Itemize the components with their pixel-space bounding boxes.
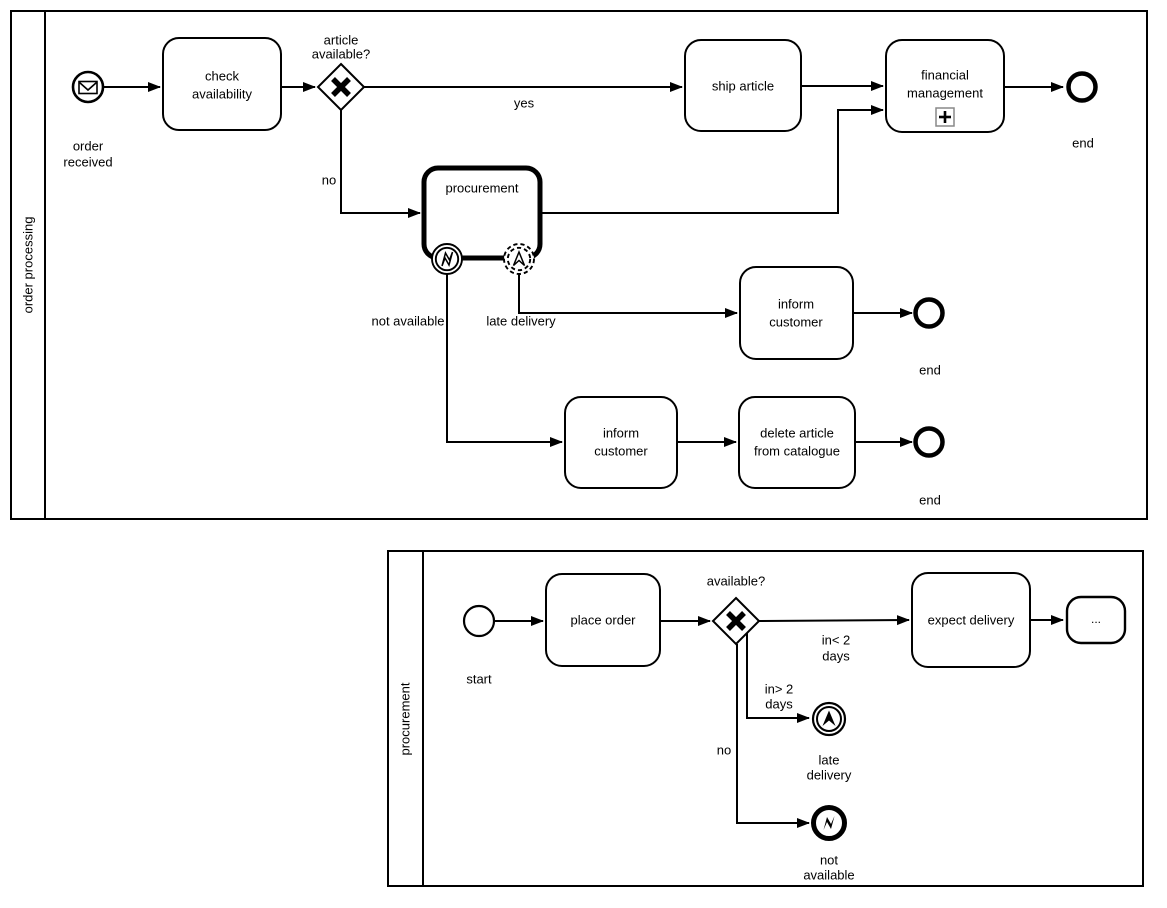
svg-text:place order: place order — [570, 613, 636, 628]
not-available-label-1: not — [820, 853, 838, 868]
subprocess-plus-icon — [935, 107, 955, 127]
task-continuation-more: ... — [1065, 595, 1127, 645]
flow-procurement-to-financial — [540, 105, 884, 214]
message-icon — [78, 80, 98, 95]
start-event-label-2: received — [63, 155, 112, 170]
flow-in-lt-2-days — [758, 615, 910, 626]
flow-error-to-inform — [446, 274, 563, 447]
end-event-3: end — [913, 426, 945, 508]
task-delete-article: delete article from catalogue — [738, 396, 856, 489]
pool-label: order processing — [21, 217, 36, 314]
start-event-label-1: order — [73, 139, 104, 154]
svg-text:from catalogue: from catalogue — [754, 444, 840, 459]
svg-text:inform: inform — [778, 297, 814, 312]
pool-label: procurement — [398, 682, 413, 755]
task-inform-customer-mid: inform customer — [739, 266, 854, 360]
escalation-icon — [512, 250, 526, 267]
start-event-label: start — [466, 672, 492, 687]
svg-text:customer: customer — [769, 315, 823, 330]
task-ship-article: ship article — [684, 39, 802, 132]
pool-procurement: procurement start place order available?… — [387, 550, 1144, 887]
end-event-2-label: end — [919, 363, 941, 378]
svg-text:article: article — [324, 33, 359, 48]
svg-text:customer: customer — [594, 444, 648, 459]
svg-text:availability: availability — [192, 87, 252, 102]
continuation-label: ... — [1091, 612, 1101, 626]
task-place-order: place order — [545, 573, 661, 667]
task-expect-delivery: expect delivery — [911, 572, 1031, 668]
start-event-order-received: order received — [63, 70, 113, 170]
xor-icon — [331, 77, 351, 97]
svg-text:available?: available? — [312, 47, 371, 62]
end-event-3-label: end — [919, 493, 941, 508]
svg-text:procurement: procurement — [446, 181, 519, 196]
flow-no — [340, 110, 421, 218]
svg-text:ship article: ship article — [712, 79, 774, 94]
end-event-2: end — [913, 297, 945, 378]
flow-no-label: no — [322, 173, 336, 188]
flow-lt2-label-1: in< 2 — [822, 633, 851, 648]
start-event-circle — [71, 70, 105, 104]
flow-yes-label: yes — [514, 96, 535, 111]
error-icon — [823, 816, 835, 830]
flow-lt2-label-2: days — [822, 649, 850, 664]
svg-text:inform: inform — [603, 426, 639, 441]
start-event-procurement: start — [462, 604, 496, 687]
escalation-icon — [822, 710, 836, 726]
pool-order-processing: order processing order received check av… — [10, 10, 1148, 520]
svg-text:delete article: delete article — [760, 426, 834, 441]
flow-no — [736, 644, 810, 828]
svg-text:expect delivery: expect delivery — [928, 613, 1015, 628]
svg-text:management: management — [907, 86, 983, 101]
svg-text:financial: financial — [921, 68, 969, 83]
error-icon — [441, 251, 454, 267]
boundary-escalation-label: late delivery — [486, 314, 556, 329]
gateway-available-label: available? — [707, 574, 766, 589]
flow-in-gt-2-days — [746, 633, 810, 723]
task-inform-customer-low: inform customer — [564, 396, 678, 489]
end-event-error-not-available: not available — [803, 805, 855, 883]
xor-icon — [726, 611, 746, 631]
gateway-available: available? — [707, 574, 766, 646]
late-delivery-label-1: late — [819, 753, 840, 768]
subprocess-financial-management: financial management — [885, 39, 1005, 133]
task-check-availability: check availability — [162, 37, 282, 131]
not-available-label-2: available — [803, 868, 854, 883]
boundary-error-label: not available — [372, 314, 445, 329]
boundary-event-escalation-late-delivery — [503, 243, 535, 275]
event-escalation-late-delivery: late delivery — [807, 701, 852, 783]
svg-text:check: check — [205, 69, 239, 84]
flow-escalation-to-inform — [518, 274, 738, 318]
flow-no-label: no — [717, 743, 731, 758]
late-delivery-label-2: delivery — [807, 768, 852, 783]
flow-gt2-label-1: in> 2 — [765, 682, 794, 697]
end-event-1: end — [1066, 71, 1098, 151]
boundary-event-error-not-available — [431, 243, 463, 275]
flow-gt2-label-2: days — [765, 697, 793, 712]
end-event-1-label: end — [1072, 136, 1094, 151]
